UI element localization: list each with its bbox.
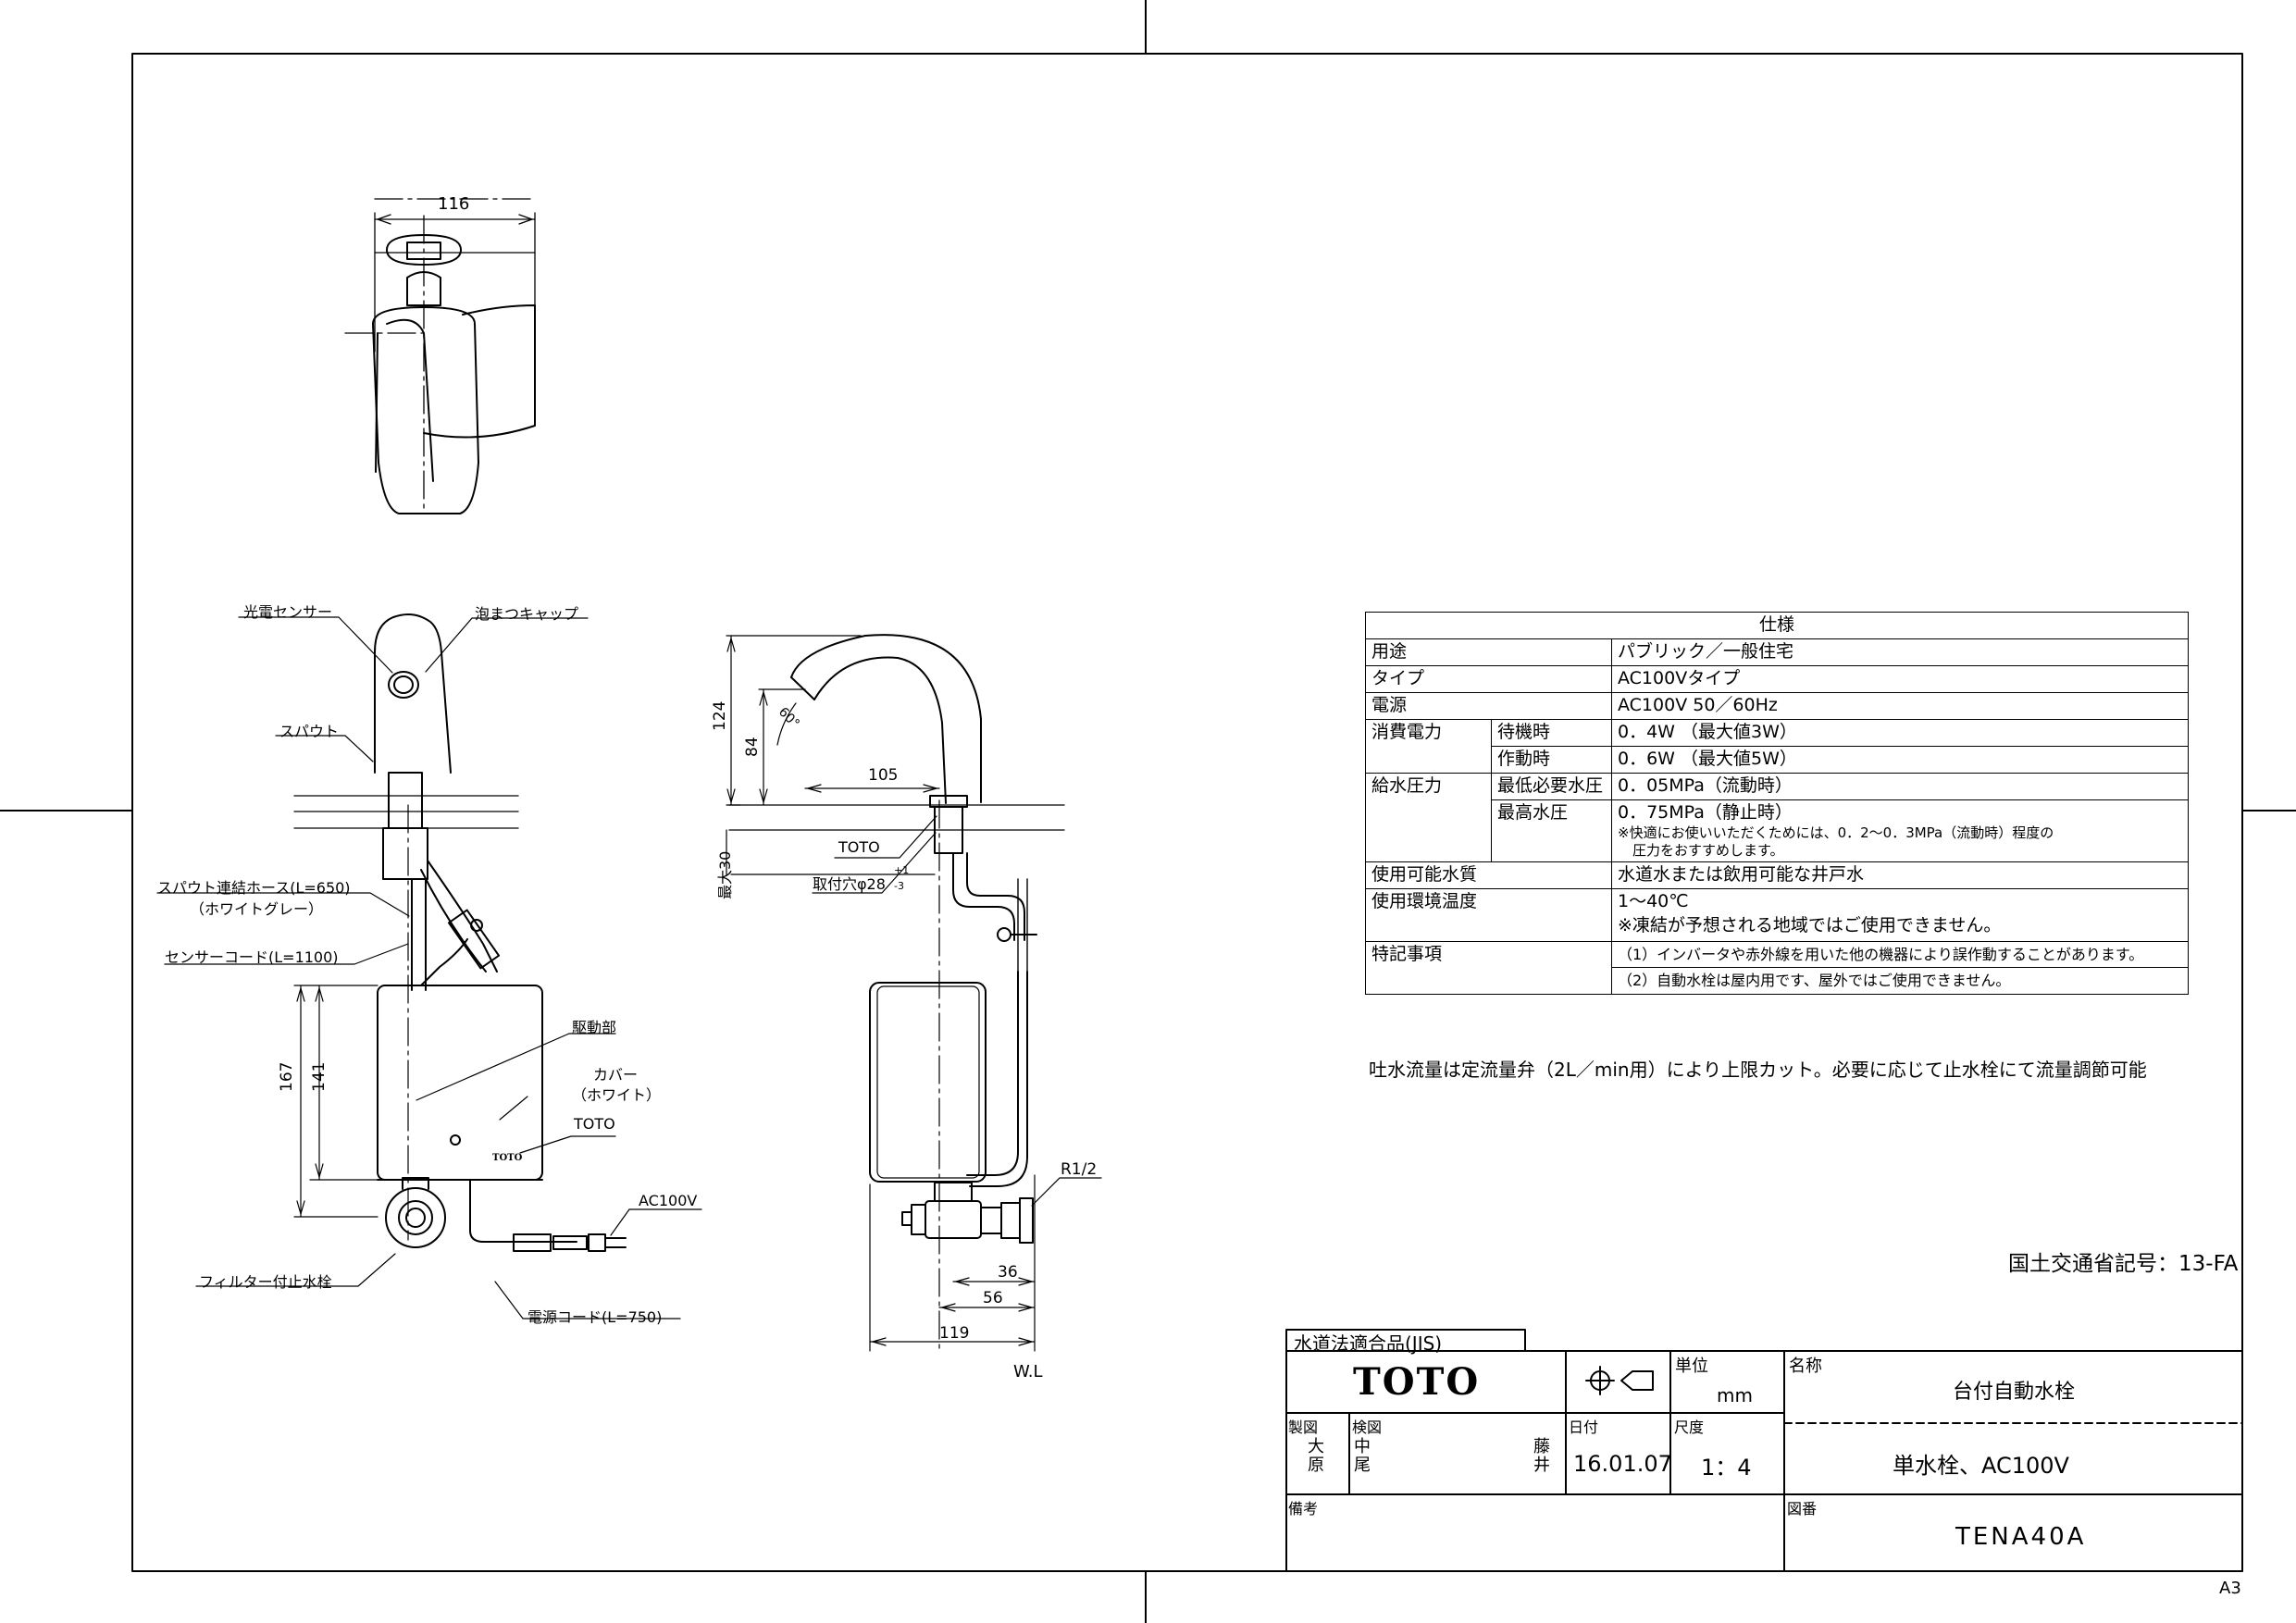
label-hose-1: スパウト連結ホース(L=650): [157, 879, 351, 897]
spec-max-pressure-value: 0．75MPa（静止時）: [1618, 802, 1793, 823]
spec-use-value: パブリック／一般住宅: [1610, 638, 2190, 666]
spec-title: 仕様: [1364, 612, 2190, 639]
spec-water-value: 水道水または飲用可能な井戸水: [1610, 861, 2190, 889]
flow-note: 吐水流量は定流量弁（2L／min用）により上限カット。必要に応じて止水栓にて流量…: [1369, 1059, 2147, 1081]
tb-checked-name-2: 藤井: [1533, 1437, 1550, 1475]
dim-56: 56: [983, 1289, 1003, 1307]
spec-use-label: 用途: [1365, 638, 1612, 666]
label-cover-1: カバー: [593, 1066, 639, 1084]
spec-pressure-label: 給水圧力: [1365, 773, 1492, 862]
spec-type-label: タイプ: [1365, 665, 1612, 693]
tb-unit-value: mm: [1717, 1384, 1753, 1406]
tb-date-value: 16.01.07: [1573, 1451, 1672, 1477]
side-view: [726, 634, 1102, 1352]
drawing-frame: [131, 53, 2243, 1572]
spec-max-pressure-label: 最高水圧: [1491, 799, 1612, 862]
spec-min-pressure-value: 0．05MPa（流動時）: [1610, 773, 2190, 800]
label-mount-hole: 取付穴φ28: [813, 875, 886, 893]
tb-checked-label: 検図: [1352, 1419, 1383, 1436]
spec-special-1: （1）インバータや赤外線を用いた他の機器により誤作動することがあります。: [1618, 946, 2144, 963]
label-cover-2: （ホワイト）: [572, 1086, 662, 1104]
spec-type-value: AC100Vタイプ: [1610, 665, 2190, 693]
tb-date-label: 日付: [1569, 1419, 1599, 1436]
label-hose-2: （ホワイトグレー）: [190, 900, 324, 918]
label-max30: 最大30: [716, 850, 734, 899]
tb-number-label: 図番: [1787, 1500, 1818, 1518]
tb-jis: 水道法適合品(JIS): [1294, 1332, 1443, 1355]
spec-consumption-label: 消費電力: [1365, 719, 1492, 774]
spec-power-label: 電源: [1365, 692, 1612, 720]
label-brand-front: TOTO: [574, 1115, 615, 1133]
tb-number-value: TENA40A: [1955, 1523, 2087, 1551]
tb-scale-label: 尺度: [1674, 1419, 1705, 1436]
label-tol-plus: +1: [894, 864, 910, 876]
spec-standby-label: 待機時: [1491, 719, 1612, 747]
front-view: [156, 613, 702, 1319]
dim-119: 119: [939, 1324, 970, 1343]
label-sensor-cord: センサーコード(L=1100): [165, 948, 339, 966]
label-tol-minus: -3: [894, 880, 904, 892]
dim-top-width: 116: [438, 194, 470, 214]
tb-drawn-name: 大原: [1308, 1437, 1324, 1475]
tb-notes-label: 備考: [1288, 1500, 1319, 1518]
label-aerator: 泡まつキャップ: [475, 605, 579, 623]
label-wl: W.L: [1013, 1362, 1043, 1381]
tb-unit-label: 単位: [1675, 1357, 1708, 1376]
spec-operating-value: 0．6W （最大値5W）: [1610, 746, 2190, 774]
spec-max-pressure-cell: 0．75MPa（静止時） ※快適にお使いいただくためには、0．2～0．3MPa（…: [1610, 799, 2190, 862]
dim-141: 141: [310, 1061, 329, 1092]
spec-temp-cell: 1～40℃ ※凍結が予想される地域ではご使用できません。: [1610, 888, 2190, 942]
sheet-size: A3: [2219, 1579, 2241, 1598]
spec-special-label: 特記事項: [1365, 941, 1612, 995]
spec-min-pressure-label: 最低必要水圧: [1491, 773, 1612, 800]
tb-drawn-label: 製図: [1288, 1419, 1319, 1436]
tb-scale-value: 1：4: [1701, 1455, 1752, 1481]
tb-name-value: 台付自動水栓: [1953, 1381, 2076, 1404]
label-power-plug: AC100V: [639, 1192, 698, 1209]
unit-brand-mark: TOTO: [492, 1153, 523, 1163]
spec-water-label: 使用可能水質: [1365, 861, 1612, 889]
spec-pressure-note-2: 圧力をおすすめします。: [1632, 842, 1784, 859]
label-filter-valve: フィルター付止水栓: [199, 1273, 332, 1291]
spec-temp-value: 1～40℃: [1618, 891, 1689, 911]
dim-167: 167: [278, 1061, 296, 1092]
tb-checked-name-1: 中尾: [1354, 1437, 1371, 1475]
top-view: [344, 198, 536, 514]
tb-brand-logo: TOTO: [1353, 1360, 1481, 1404]
tb-name-label: 名称: [1789, 1357, 1822, 1376]
dim-84: 84: [743, 737, 762, 757]
spec-operating-label: 作動時: [1491, 746, 1612, 774]
regulation-code: 国土交通省記号：13-FA: [2008, 1252, 2239, 1276]
title-block-lines: [1285, 1329, 2243, 1572]
spec-pressure-note-1: ※快適にお使いいただくためには、0．2～0．3MPa（流動時）程度の: [1618, 824, 2054, 841]
spec-table: 仕様 用途 パブリック／一般住宅 タイプ AC100Vタイプ 電源 AC100V…: [1364, 612, 2190, 995]
label-sensor: 光電センサー: [243, 603, 333, 621]
spec-special-cell: （1）インバータや赤外線を用いた他の機器により誤作動することがあります。 （2）…: [1610, 941, 2190, 995]
label-brand-side: TOTO: [838, 838, 880, 856]
label-thread: R1/2: [1061, 1160, 1098, 1179]
spec-temp-note: ※凍結が予想される地域ではご使用できません。: [1618, 915, 2002, 935]
dim-36: 36: [998, 1263, 1018, 1282]
spec-temp-label: 使用環境温度: [1365, 888, 1612, 942]
spec-special-2: （2）自動水栓は屋内用です、屋外ではご使用できません。: [1612, 967, 2188, 993]
label-power-cord: 電源コード(L=750): [527, 1308, 663, 1326]
label-spout: スパウト: [279, 723, 340, 740]
spec-power-value: AC100V 50／60Hz: [1610, 692, 2190, 720]
label-drive-unit: 駆動部: [572, 1019, 617, 1036]
dim-105: 105: [868, 766, 899, 785]
tb-desc-value: 単水栓、AC100V: [1893, 1453, 2069, 1479]
dim-124: 124: [711, 700, 729, 731]
spec-standby-value: 0．4W （最大値3W）: [1610, 719, 2190, 747]
